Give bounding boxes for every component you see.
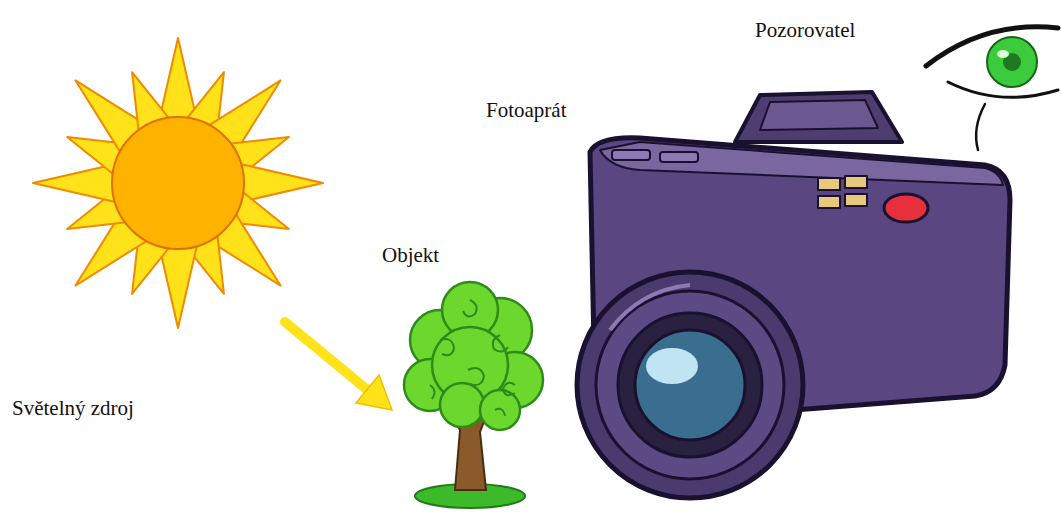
- observer-label: Pozorovatel: [755, 18, 855, 43]
- light-source-label: Světelný zdroj: [12, 396, 134, 421]
- tree-icon: [404, 282, 543, 508]
- camera-label: Fotoaprát: [486, 98, 566, 123]
- camera-icon: [577, 92, 1010, 498]
- eye-icon: [926, 27, 1058, 150]
- sun-icon: [33, 38, 323, 328]
- object-label: Objekt: [382, 243, 439, 268]
- light-ray-arrow: [285, 322, 392, 410]
